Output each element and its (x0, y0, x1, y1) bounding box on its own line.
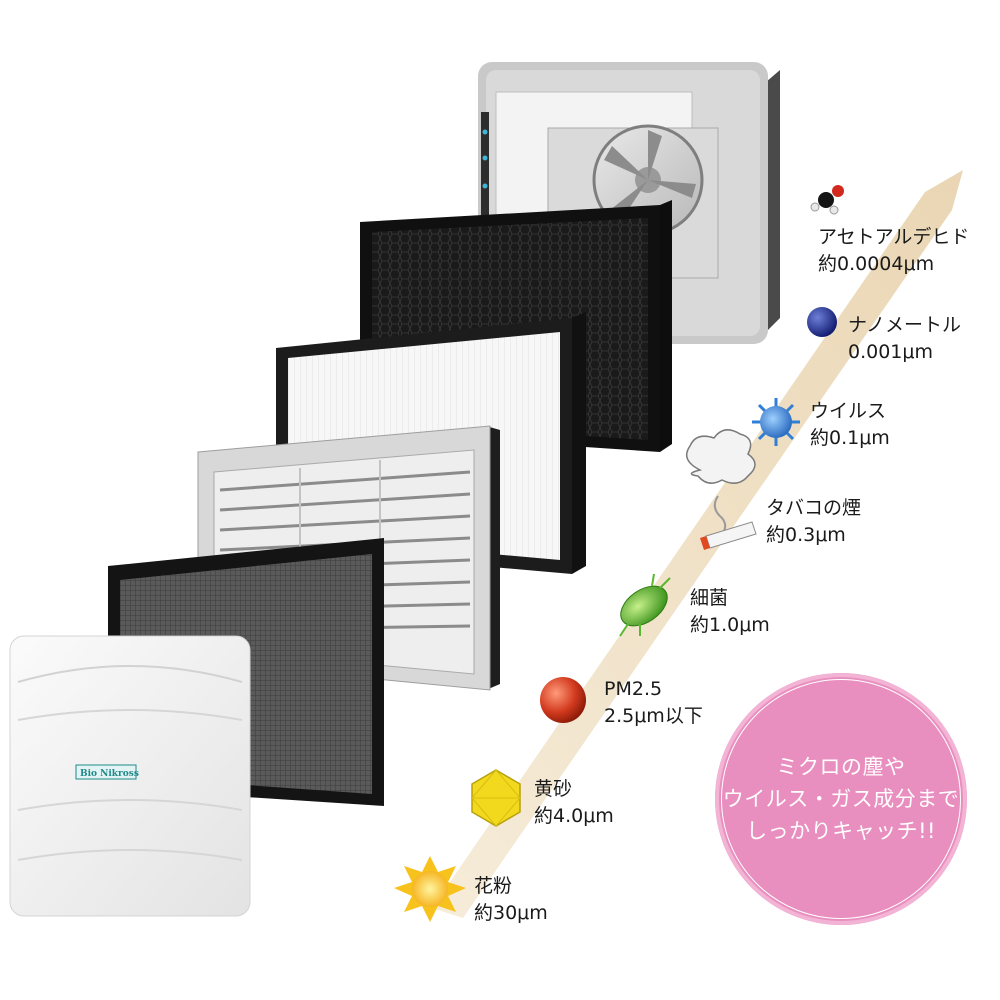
particle-name: 花粉 (474, 875, 513, 897)
cigarette-smoke-icon (685, 429, 757, 550)
particle-size: 2.5μm以下 (604, 705, 703, 727)
particle-label-nanometer: ナノメートル 0.001μm (848, 312, 961, 366)
particle-name: ウイルス (810, 400, 887, 422)
particle-size: 約4.0μm (534, 805, 614, 827)
virus-icon (752, 398, 800, 446)
particle-size: 0.001μm (848, 341, 933, 363)
particle-name: PM2.5 (604, 678, 663, 700)
pollen-icon (394, 856, 466, 922)
particle-label-pollen: 花粉 約30μm (474, 873, 548, 927)
acetaldehyde-molecule-icon (810, 185, 844, 215)
particle-size: 約0.0004μm (818, 253, 935, 275)
nanometer-sphere-icon (807, 307, 837, 337)
particle-label-pm25: PM2.5 2.5μm以下 (604, 676, 703, 730)
particle-label-bacteria: 細菌 約1.0μm (690, 585, 770, 639)
particle-name: 黄砂 (534, 778, 573, 800)
pm25-sphere-icon (540, 677, 586, 723)
particle-size: 約1.0μm (690, 614, 770, 636)
yellow-sand-crystal-icon (471, 769, 521, 827)
front-panel: Bio Nikross (9, 635, 251, 917)
particle-label-virus: ウイルス 約0.1μm (810, 398, 890, 452)
particle-name: アセトアルデヒド (818, 226, 970, 248)
size-scale-arrow (432, 170, 963, 918)
particle-size: 約0.1μm (810, 427, 890, 449)
particle-label-smoke: タバコの煙 約0.3μm (766, 495, 861, 549)
particle-size: 約30μm (474, 902, 548, 924)
particle-name: 細菌 (690, 587, 729, 609)
bacteria-icon (619, 573, 671, 637)
particle-size: 約0.3μm (766, 524, 846, 546)
callout-badge-ring (721, 679, 961, 919)
particle-name: ナノメートル (848, 314, 962, 336)
particle-name: タバコの煙 (766, 497, 862, 519)
panel-brand-logo: Bio Nikross (80, 769, 139, 779)
particle-label-acetaldehyde: アセトアルデヒド 約0.0004μm (818, 224, 969, 278)
particle-label-yellow-sand: 黄砂 約4.0μm (534, 776, 614, 830)
